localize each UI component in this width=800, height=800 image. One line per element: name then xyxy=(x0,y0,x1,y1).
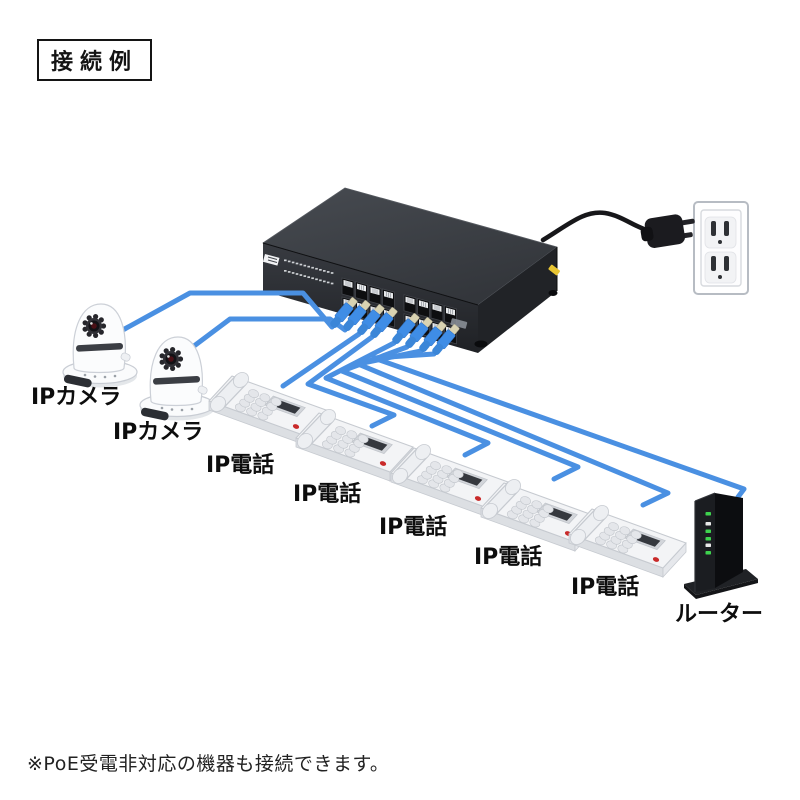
switch-foot xyxy=(548,290,558,296)
wall-outlet xyxy=(693,201,749,295)
label-ip-camera-1: IPカメラ xyxy=(31,385,122,410)
ip-camera-1 xyxy=(62,303,138,389)
label-ip-phone-2: IP電話 xyxy=(293,482,362,507)
ip-camera-2 xyxy=(139,336,215,422)
lan-cable-phone-3 xyxy=(323,340,491,458)
switch-logo xyxy=(262,254,280,266)
lan-cable-camera-1 xyxy=(118,290,335,334)
router xyxy=(684,492,758,599)
switch-brand-label xyxy=(450,318,468,329)
label-ip-phone-5: IP電話 xyxy=(571,575,640,600)
power-plug xyxy=(640,214,695,248)
switch-foot xyxy=(474,340,488,348)
label-ip-camera-2: IPカメラ xyxy=(113,420,204,445)
label-ip-phone-4: IP電話 xyxy=(474,545,543,570)
outlet-socket xyxy=(704,251,737,284)
footnote: ※PoE受電非対応の機器も接続できます。 xyxy=(27,753,390,775)
lan-cable-phone-2 xyxy=(305,334,397,429)
label-router: ルーター xyxy=(675,602,764,627)
router-leds xyxy=(705,512,711,555)
label-ip-phone-3: IP電話 xyxy=(379,515,448,540)
power-cord xyxy=(540,210,695,248)
lan-cable-router xyxy=(371,351,747,500)
switch-sticker xyxy=(548,264,560,276)
label-ip-phone-1: IP電話 xyxy=(206,453,275,478)
title-box: 接続例 xyxy=(37,39,153,81)
lan-cable-phone-1 xyxy=(280,331,362,389)
poe-switch-hub xyxy=(262,187,560,353)
switch-led-indicators xyxy=(284,259,334,285)
outlet-socket xyxy=(704,216,737,249)
lan-cable-camera-2 xyxy=(187,316,348,352)
